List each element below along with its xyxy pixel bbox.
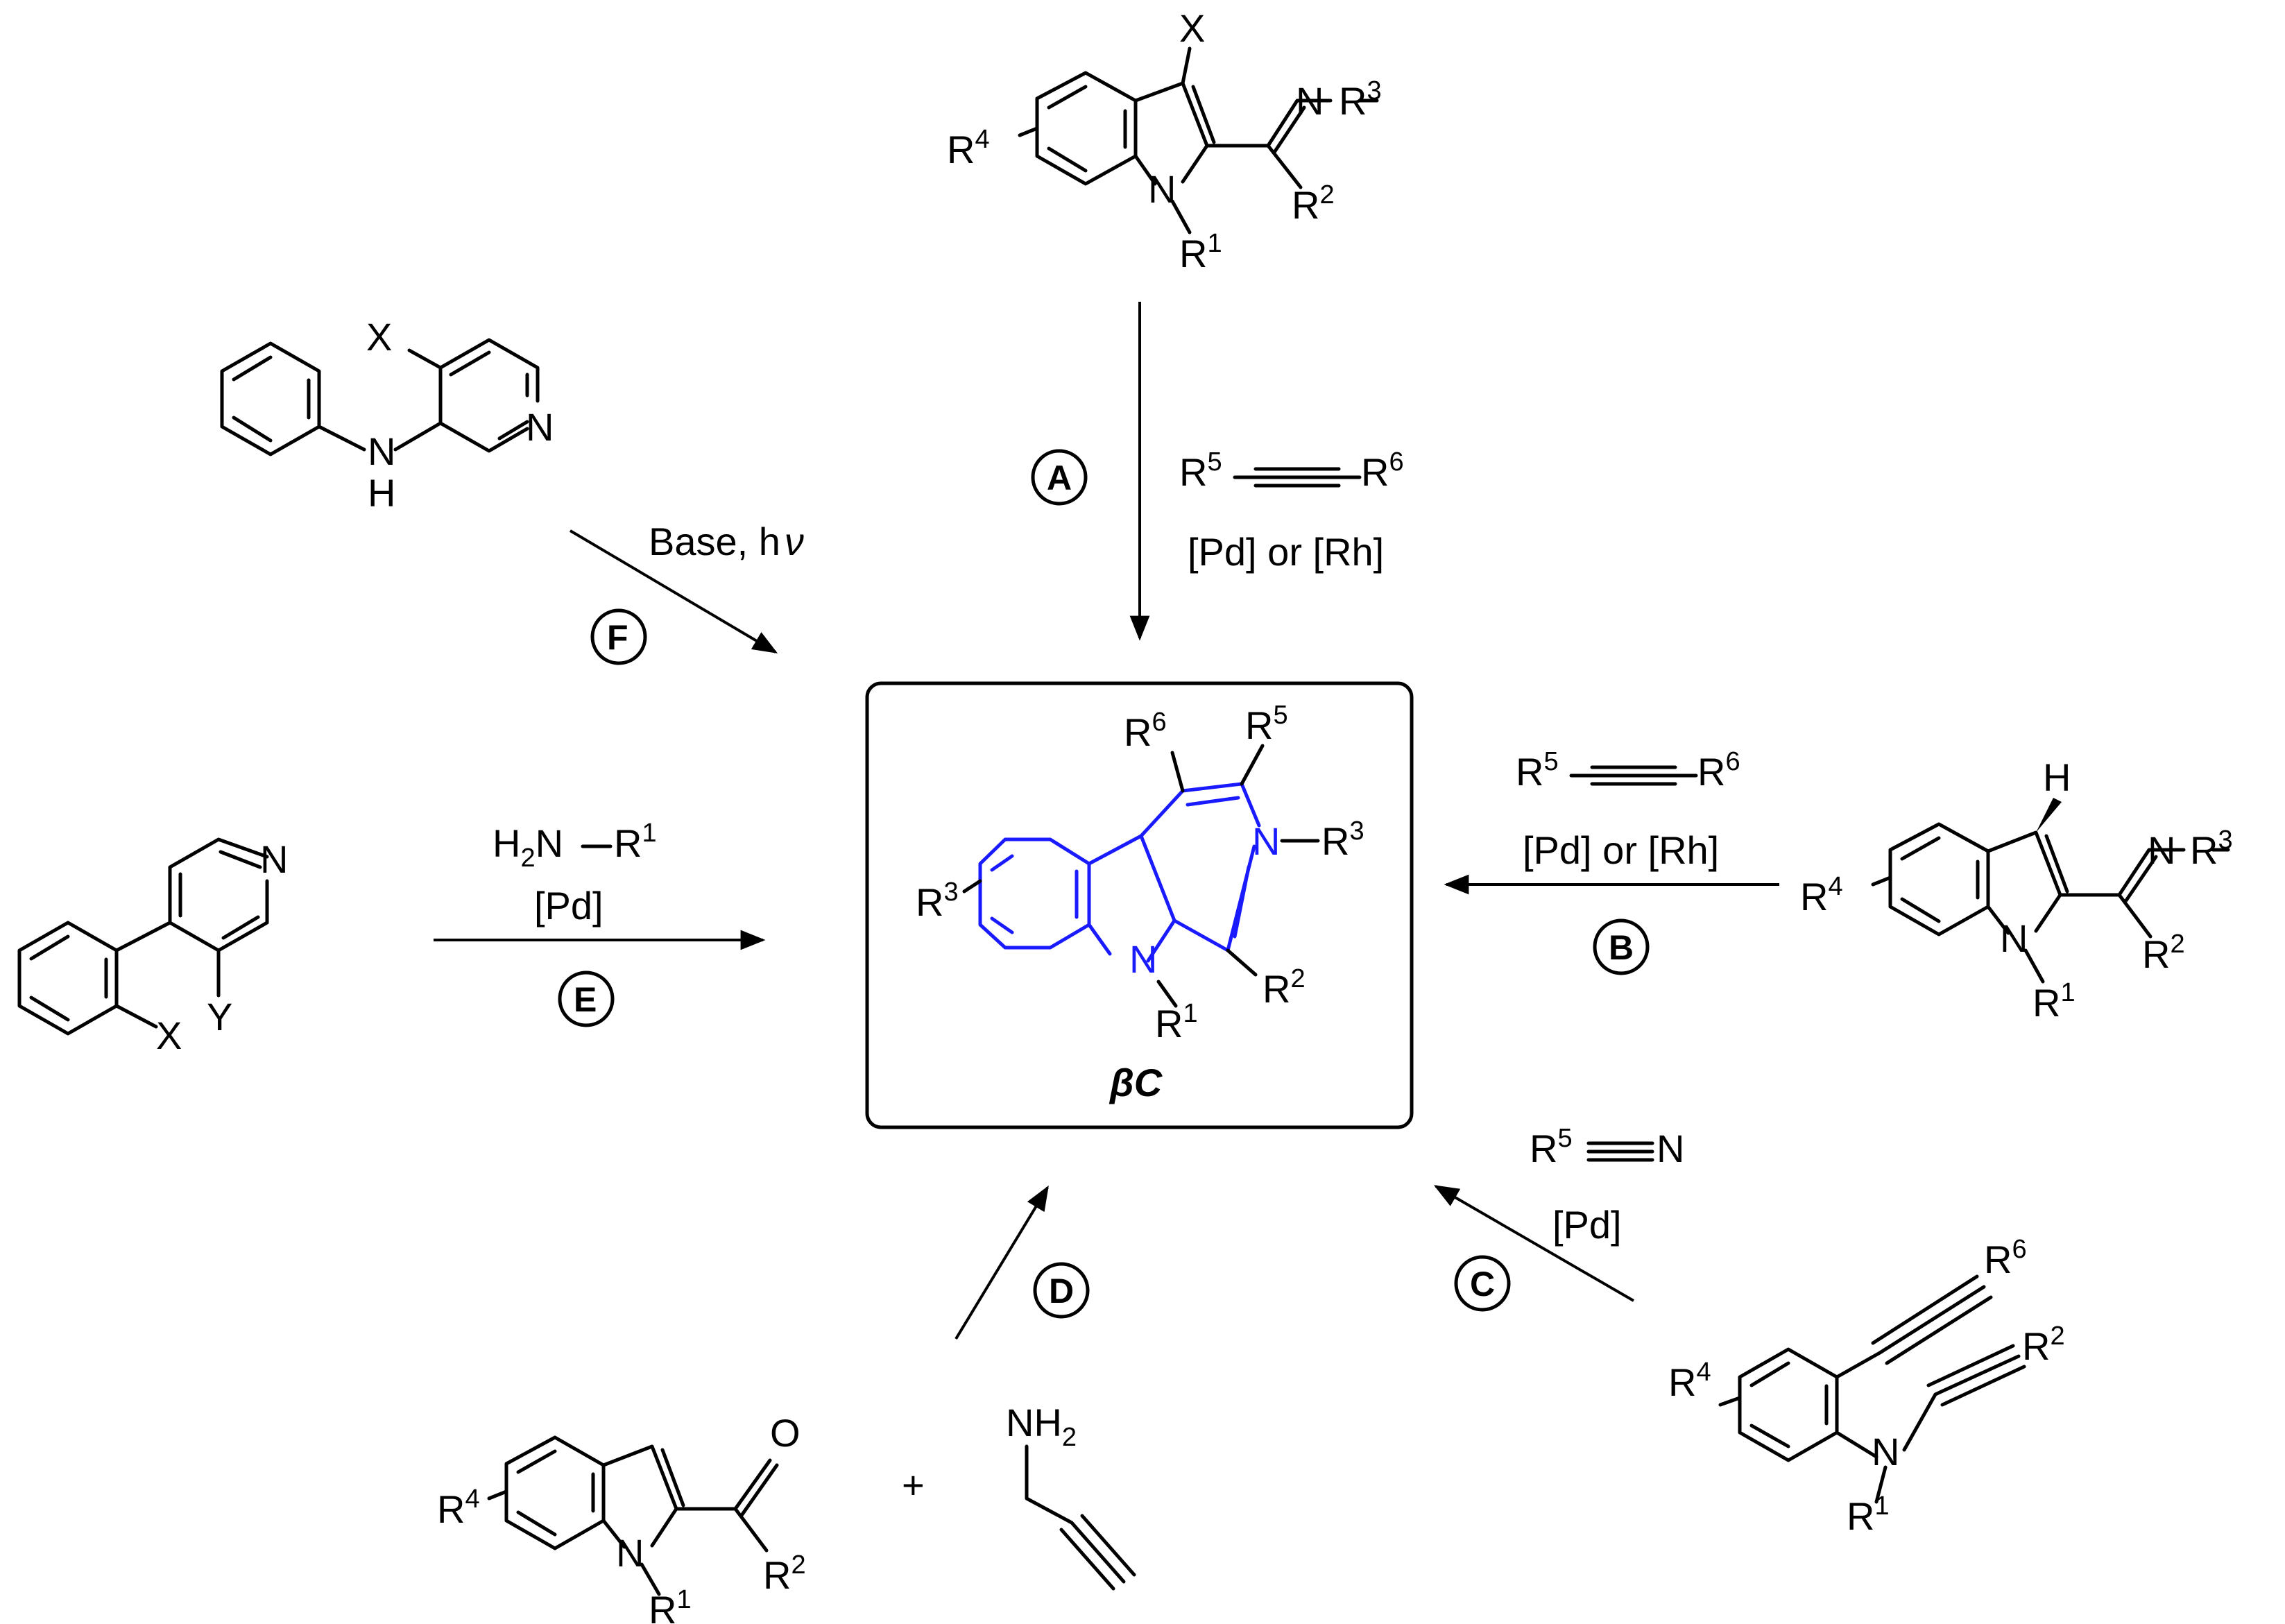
route-d-letter: D — [1049, 1272, 1074, 1310]
product-r1: R1 — [1155, 999, 1198, 1045]
route-c-substrate — [1718, 1274, 2026, 1504]
route-a-ring-n: N — [1148, 167, 1176, 211]
center-product: N N R3 R6 R5 R3 R2 R1 βC — [865, 681, 1414, 1129]
route-a-letter: A — [1047, 459, 1072, 497]
route-d-r4: R4 — [437, 1485, 480, 1531]
route-e-letter: E — [574, 980, 597, 1019]
route-c-nitrile-r5: R5 — [1530, 1124, 1573, 1170]
route-a-r4: R4 — [947, 125, 990, 171]
route-c-letter: C — [1470, 1265, 1495, 1304]
route-c-r2: R2 — [2022, 1322, 2065, 1368]
route-e-substrate — [17, 837, 269, 1036]
route-d-badge — [1033, 1262, 1090, 1319]
route-b-substrate — [1871, 798, 2230, 984]
route-d-n: N — [616, 1531, 644, 1575]
route-a-x: X — [1179, 6, 1205, 50]
route-b-badge — [1593, 918, 1650, 975]
route-e-y: Y — [207, 995, 232, 1038]
route-d-substrate — [487, 1435, 779, 1596]
product-r5: R5 — [1245, 701, 1288, 747]
route-e: N X Y H2N R1 [Pd] E — [17, 819, 766, 1057]
route-c-r4: R4 — [1668, 1358, 1711, 1404]
product-r3-ring: R3 — [916, 878, 959, 924]
route-d-amine: NH2 — [1006, 1401, 1077, 1452]
route-f-pyridine-n: N — [526, 405, 554, 449]
route-f-nh-h: H — [368, 471, 395, 515]
route-b-alkyne-bond — [1569, 765, 1698, 786]
product-r2: R2 — [1263, 964, 1306, 1011]
route-a: X N R3 R4 N R2 R1 A R5 R6 [Pd] or [Rh] — [947, 6, 1404, 641]
route-b-h: H — [2043, 755, 2071, 799]
route-c-r1: R1 — [1847, 1491, 1890, 1538]
route-e-catalyst: [Pd] — [534, 884, 604, 928]
product-indole-n: N — [1129, 937, 1157, 981]
product-r6: R6 — [1124, 708, 1167, 754]
route-d-arrow — [955, 1185, 1049, 1340]
route-e-amine-r1: R1 — [614, 819, 657, 865]
route-b-imine-n: N — [2148, 828, 2175, 872]
route-b-r2: R2 — [2142, 930, 2185, 976]
route-c-nitrile-n: N — [1657, 1127, 1684, 1170]
route-e-badge — [558, 971, 615, 1027]
route-b-alkyne-right: R6 — [1697, 747, 1740, 794]
route-d-r2: R2 — [763, 1550, 806, 1597]
route-a-alkyne-right: R6 — [1361, 447, 1404, 494]
product-label: βC — [1109, 1061, 1163, 1104]
route-a-n: N — [1296, 79, 1324, 123]
route-e-pyridine-n: N — [260, 837, 288, 881]
route-d-r1: R1 — [649, 1585, 692, 1624]
route-c-r6: R6 — [1984, 1235, 2027, 1281]
route-c-catalyst: [Pd] — [1552, 1203, 1622, 1247]
route-a-alkyne-left: R5 — [1179, 447, 1222, 494]
route-f-letter: F — [607, 618, 628, 657]
route-b-r1: R1 — [2032, 978, 2076, 1025]
route-d-o: O — [770, 1411, 801, 1455]
route-a-n-r3: R3 — [1339, 76, 1382, 123]
route-b-r4: R4 — [1800, 872, 1843, 918]
product-box — [865, 681, 1414, 1129]
route-c-nitrile-bond — [1586, 1141, 1654, 1162]
route-b-catalyst: [Pd] or [Rh] — [1523, 828, 1719, 872]
route-d-plus: + — [902, 1463, 925, 1507]
route-f-nh-n: N — [368, 429, 395, 473]
route-c: R5 N [Pd] C R6 R2 R4 N R1 — [1433, 1124, 2065, 1538]
route-f-x: X — [366, 315, 392, 359]
route-a-substrate — [1018, 46, 1379, 234]
route-f-arrow — [569, 529, 778, 653]
route-c-badge — [1454, 1255, 1511, 1312]
route-e-amine: H2N — [493, 821, 563, 873]
route-a-catalyst: [Pd] or [Rh] — [1188, 530, 1384, 574]
route-b: R5 R6 [Pd] or [Rh] B H N R3 R4 N R2 R1 — [1444, 747, 2233, 1025]
route-a-r2: R2 — [1292, 180, 1335, 227]
route-c-arrow — [1433, 1185, 1635, 1302]
route-d: D O R4 N R2 R1 + NH2 — [437, 1185, 1136, 1624]
route-b-alkyne-left: R5 — [1516, 747, 1559, 794]
route-f-substrate — [220, 338, 540, 456]
route-a-r1: R1 — [1179, 229, 1222, 275]
route-f-badge — [590, 608, 647, 665]
route-b-letter: B — [1609, 928, 1634, 967]
product-n-r3: R3 — [1321, 817, 1364, 863]
route-c-n: N — [1872, 1430, 1899, 1473]
route-a-alkyne-bond — [1233, 467, 1362, 488]
product-skeleton — [978, 782, 1261, 963]
product-ring-n: N — [1252, 819, 1280, 863]
route-e-x: X — [156, 1014, 182, 1057]
route-b-ring-n: N — [2000, 916, 2028, 960]
route-b-n-r3: R3 — [2190, 826, 2233, 872]
route-d-propargyl — [1025, 1444, 1136, 1591]
route-a-badge — [1031, 449, 1088, 506]
